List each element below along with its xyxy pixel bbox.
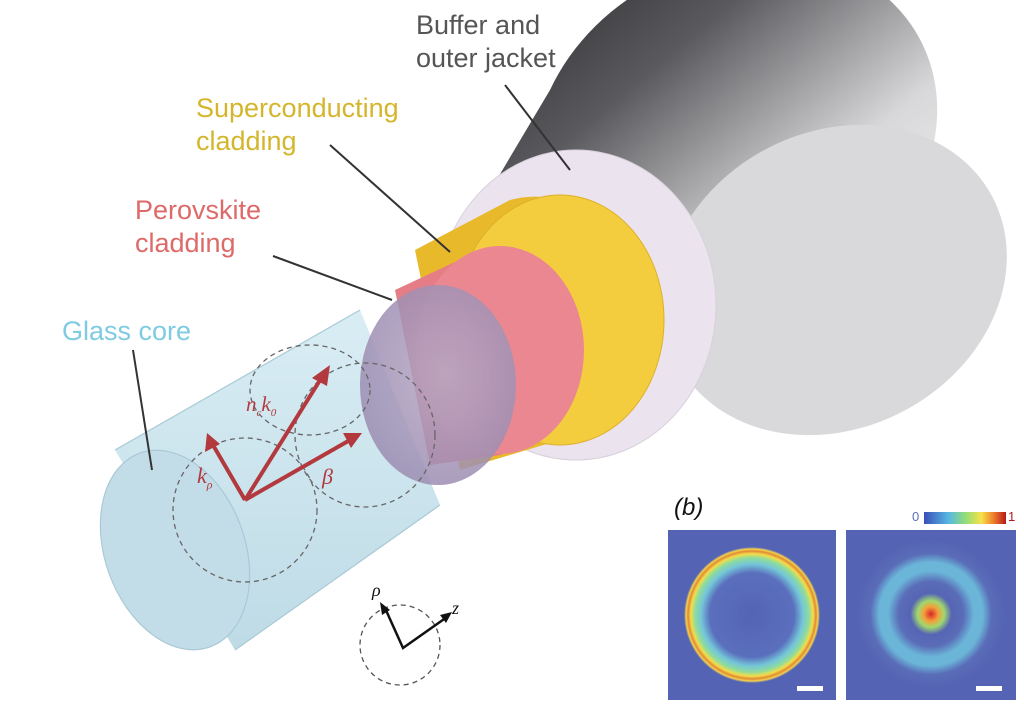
scalebar-right bbox=[976, 686, 1002, 691]
vector-label-k-rho: kρ bbox=[197, 463, 213, 492]
panel-b bbox=[668, 512, 1016, 700]
axis-label-rho: ρ bbox=[372, 580, 381, 600]
colorbar-min-label: 0 bbox=[912, 509, 920, 524]
label-perov-line1: Perovskite bbox=[135, 195, 262, 225]
label-super-line1: Superconducting bbox=[196, 93, 399, 123]
label-super-line2: cladding bbox=[196, 126, 297, 156]
panel-b-label: (b) bbox=[674, 494, 704, 521]
vector-label-nk: nck0 bbox=[246, 392, 277, 420]
label-perov-line2: cladding bbox=[135, 228, 236, 258]
leader-lines bbox=[132, 84, 571, 471]
label-buffer-line1: Buffer and bbox=[416, 10, 541, 40]
axis-label-z: z bbox=[452, 598, 460, 618]
colorbar bbox=[924, 512, 1006, 524]
vector-label-beta: β bbox=[322, 464, 333, 489]
core-dashed-circles bbox=[172, 344, 436, 583]
vector-arrows bbox=[205, 365, 362, 502]
scalebar-left bbox=[797, 686, 823, 691]
axis-indicator bbox=[359, 602, 452, 686]
colorbar-max-label: 1 bbox=[1008, 509, 1016, 524]
label-buffer-line2: outer jacket bbox=[416, 43, 556, 73]
label-glass-core: Glass core bbox=[62, 316, 192, 346]
